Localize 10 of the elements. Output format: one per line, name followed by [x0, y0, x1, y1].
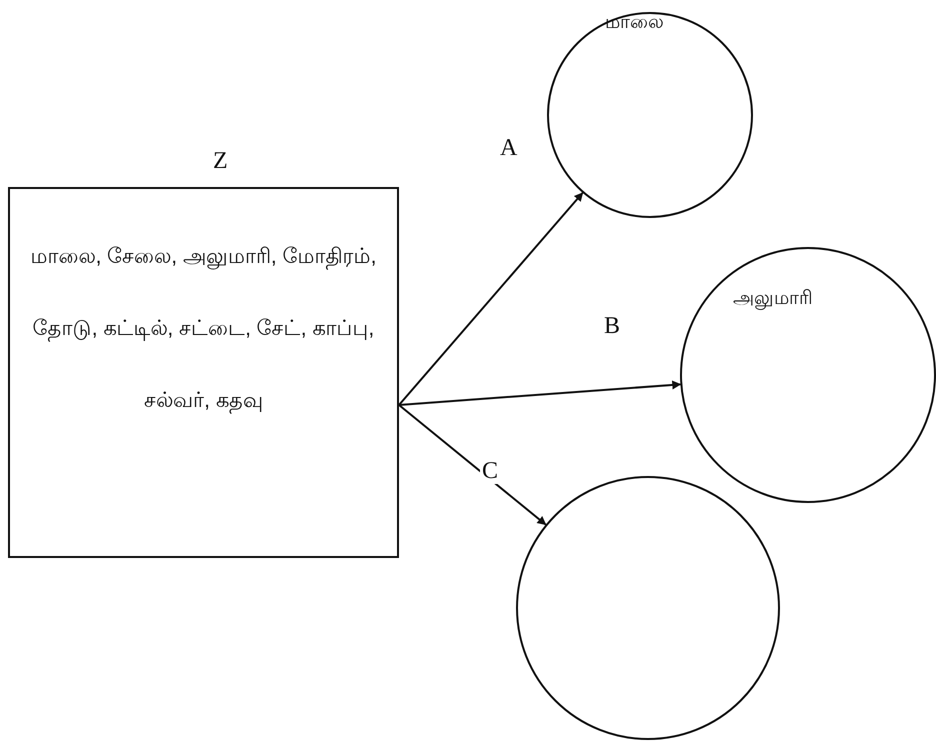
arrow [398, 192, 584, 406]
word-list-box: மாலை, சேலை, அலுமாரி, மோதிரம், தோடு, கட்டில், சட்டை, சேட், காப்பு, சல்வர், கதவு [8, 187, 399, 558]
circle [547, 12, 753, 218]
item-label: அலுமாரி [733, 288, 813, 311]
item-label: மாலை [605, 12, 664, 35]
arrow [398, 380, 682, 406]
box-heading: Z [213, 149, 228, 173]
circle [516, 476, 780, 740]
circle [680, 247, 936, 503]
arrow [398, 404, 546, 526]
